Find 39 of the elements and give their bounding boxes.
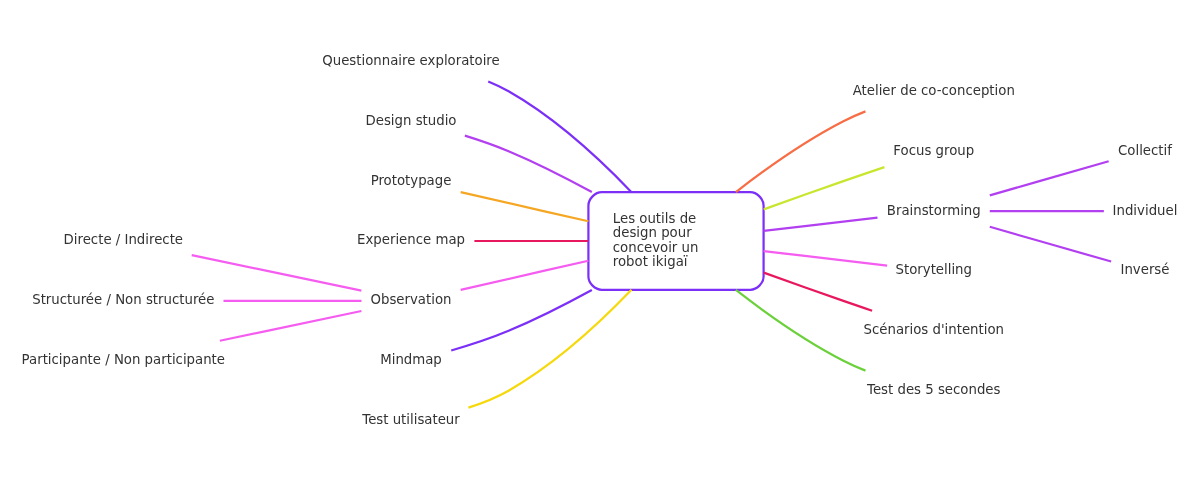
connector — [191, 254, 362, 292]
connector — [223, 299, 362, 302]
node-box: Les outils de design pour concevoir un robot ikigaï — [587, 191, 765, 291]
connector — [464, 134, 593, 194]
node-text: Observation — [370, 292, 452, 308]
node-text: Test des 5 secondes — [867, 382, 1001, 398]
connector — [735, 110, 866, 193]
node-text: Questionnaire exploratoire — [322, 52, 500, 68]
connector — [474, 239, 589, 243]
connector — [763, 216, 878, 232]
node-text: Mindmap — [380, 352, 442, 368]
connector — [460, 259, 589, 291]
connector — [460, 191, 589, 223]
connector — [735, 289, 866, 372]
node-text: Test utilisateur — [362, 412, 460, 428]
connector — [989, 160, 1109, 197]
connector — [450, 288, 593, 352]
node-text: Focus group — [893, 142, 975, 158]
node-text: Participante / Non participante — [21, 352, 226, 368]
connector — [487, 80, 633, 193]
connector — [763, 271, 873, 312]
connector — [763, 250, 888, 267]
node-text: Prototypage — [370, 172, 452, 188]
node-text: Atelier de co-conception — [852, 82, 1015, 98]
node-text: Storytelling — [895, 262, 973, 278]
node-text: Inversé — [1120, 262, 1170, 278]
connector — [219, 309, 362, 342]
node-text: Experience map — [357, 232, 465, 248]
connector — [763, 166, 885, 211]
node-text: Individuel — [1112, 202, 1178, 218]
connector — [989, 225, 1112, 263]
node-text: Directe / Indirecte — [63, 232, 184, 248]
connector — [989, 209, 1104, 213]
node-text: Structurée / Non structurée — [32, 292, 215, 308]
node-text: Scénarios d'intention — [863, 322, 1005, 338]
node-text: Collectif — [1118, 142, 1172, 158]
connector — [468, 289, 633, 409]
node-text: Brainstorming — [886, 202, 981, 218]
node-text: Design studio — [365, 112, 457, 128]
